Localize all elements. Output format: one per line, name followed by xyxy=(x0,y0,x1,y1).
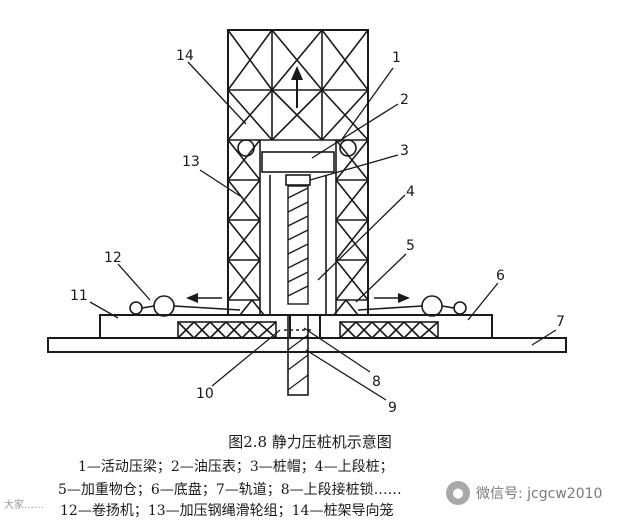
chassis-right xyxy=(319,314,493,339)
part-numbers: 1 2 3 4 5 6 7 8 9 10 11 12 13 14 xyxy=(70,48,565,416)
label-14: 14 xyxy=(176,48,194,64)
legend-line-2: 5—加重物仓；6—底盘；7—轨道；8—上段接桩锁…… xyxy=(58,482,402,498)
label-11: 11 xyxy=(70,288,88,304)
watermark-right: ● 微信号: jcgcw2010 xyxy=(446,481,602,505)
label-6: 6 xyxy=(496,268,505,284)
weight-bin-right xyxy=(332,298,360,316)
legend-line-3: 12—卷扬机；13—加压钢绳滑轮组；14—桩架导向笼 xyxy=(60,503,394,519)
cable-arrow-right xyxy=(374,293,410,303)
label-5: 5 xyxy=(406,238,415,254)
rail-track xyxy=(47,337,567,353)
lift-arrow xyxy=(291,66,303,108)
cable-arrow-left xyxy=(186,293,222,303)
label-2: 2 xyxy=(400,92,409,108)
lower-pile xyxy=(284,314,312,396)
watermark-right-text: 微信号: jcgcw2010 xyxy=(476,486,603,502)
winch-right xyxy=(357,295,467,317)
winch-left xyxy=(129,295,241,317)
pulley-right xyxy=(339,139,357,157)
label-12: 12 xyxy=(104,250,122,266)
label-10: 10 xyxy=(196,386,214,402)
pile-driver-diagram: 1 2 3 4 5 6 7 8 9 10 11 12 13 14 xyxy=(47,29,567,416)
label-7: 7 xyxy=(556,314,565,330)
label-9: 9 xyxy=(388,400,397,416)
tower-side-lattice xyxy=(227,139,369,315)
label-4: 4 xyxy=(406,184,415,200)
label-8: 8 xyxy=(372,374,381,390)
label-3: 3 xyxy=(400,143,409,159)
label-13: 13 xyxy=(182,154,200,170)
pulley-left xyxy=(237,139,255,157)
label-1: 1 xyxy=(392,50,401,66)
legend-line-1: 1—活动压梁；2—油压表；3—桩帽；4—上段桩； xyxy=(78,459,394,475)
pile-cap xyxy=(285,174,311,186)
figure-caption: 图2.8 静力压桩机示意图 xyxy=(228,433,392,451)
weight-bin-left xyxy=(238,298,266,316)
pressure-beam xyxy=(261,151,335,173)
leader-lines xyxy=(89,61,557,401)
upper-pile xyxy=(287,185,309,305)
watermark-left: 大家…… xyxy=(4,500,44,511)
wechat-icon: ● xyxy=(446,481,470,505)
base-cross-bracing xyxy=(177,321,439,339)
